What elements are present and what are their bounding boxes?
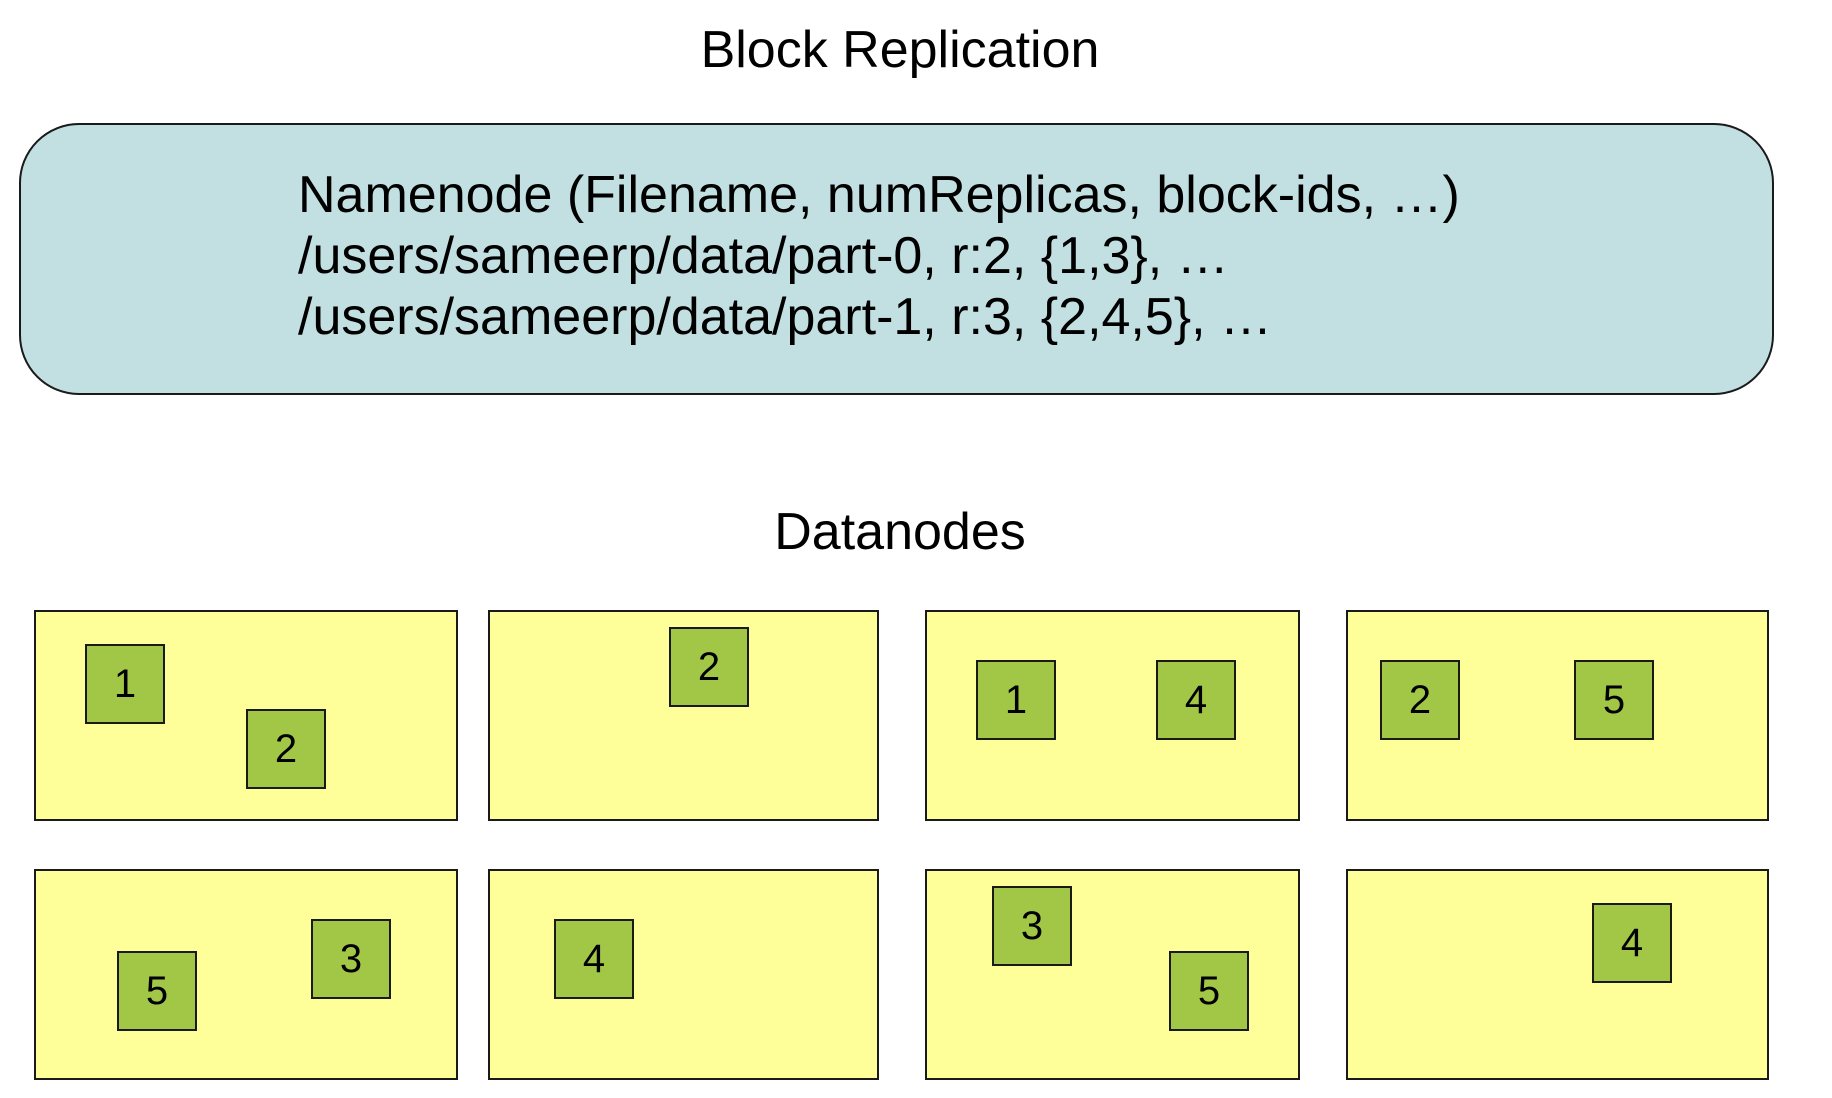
block: 2 <box>246 709 326 789</box>
namenode-file-entry: /users/sameerp/data/part-0, r:2, {1,3}, … <box>298 227 1229 285</box>
block: 2 <box>669 627 749 707</box>
namenode-text: Namenode (Filename, numReplicas, block-i… <box>298 165 1460 348</box>
datanode: 4 <box>1346 869 1769 1080</box>
block: 4 <box>1592 903 1672 983</box>
datanode: 5 3 <box>34 869 458 1080</box>
block: 1 <box>976 660 1056 740</box>
block: 4 <box>554 919 634 999</box>
datanode: 3 5 <box>925 869 1300 1080</box>
namenode-box: Namenode (Filename, numReplicas, block-i… <box>19 123 1774 395</box>
datanode: 1 2 <box>34 610 458 821</box>
diagram-title: Block Replication <box>700 21 1100 79</box>
block: 5 <box>1574 660 1654 740</box>
block: 3 <box>992 886 1072 966</box>
namenode-file-entry: /users/sameerp/data/part-1, r:3, {2,4,5}… <box>298 288 1273 346</box>
datanode: 2 5 <box>1346 610 1769 821</box>
block: 3 <box>311 919 391 999</box>
datanode: 2 <box>488 610 879 821</box>
block: 4 <box>1156 660 1236 740</box>
block: 5 <box>117 951 197 1031</box>
datanodes-title: Datanodes <box>774 503 1026 561</box>
datanode: 4 <box>488 869 879 1080</box>
block: 5 <box>1169 951 1249 1031</box>
block: 1 <box>85 644 165 724</box>
namenode-header: Namenode (Filename, numReplicas, block-i… <box>298 166 1460 224</box>
block: 2 <box>1380 660 1460 740</box>
datanode: 1 4 <box>925 610 1300 821</box>
